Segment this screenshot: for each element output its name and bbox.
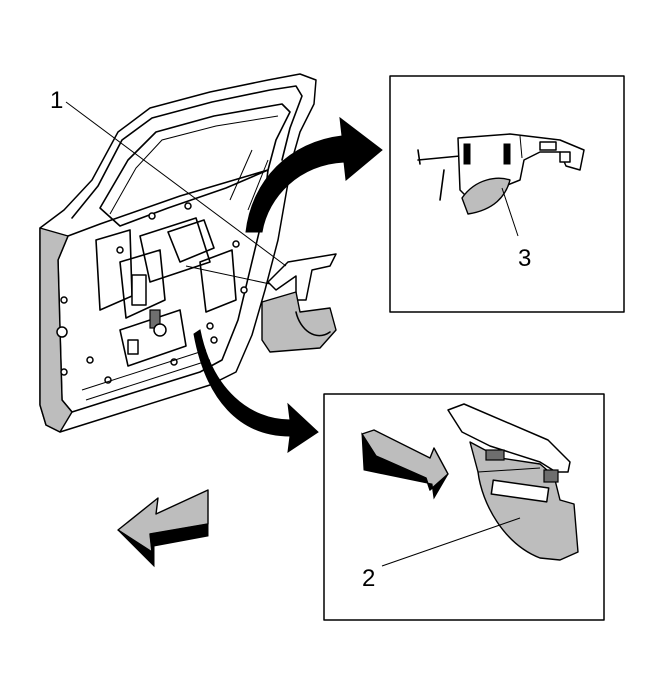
door-inner-panel bbox=[39, 73, 317, 433]
callout-3: 3 bbox=[518, 245, 531, 272]
leader-line-1a bbox=[65, 101, 287, 267]
curved-arrow-upper bbox=[245, 116, 383, 233]
callout-2: 2 bbox=[362, 565, 375, 592]
leader-line-1b bbox=[185, 265, 271, 285]
callout-1: 1 bbox=[50, 87, 63, 114]
door-mounted-bracket bbox=[261, 253, 337, 353]
leader-line-2 bbox=[381, 517, 521, 567]
curved-arrow-lower bbox=[193, 329, 319, 454]
direction-arrow-left bbox=[117, 489, 209, 568]
detail-box-top bbox=[389, 75, 625, 313]
detail-top-part bbox=[417, 133, 585, 215]
leader-line-3 bbox=[501, 187, 519, 237]
detail-bottom-part bbox=[447, 403, 579, 561]
direction-arrow-detail bbox=[361, 429, 449, 500]
